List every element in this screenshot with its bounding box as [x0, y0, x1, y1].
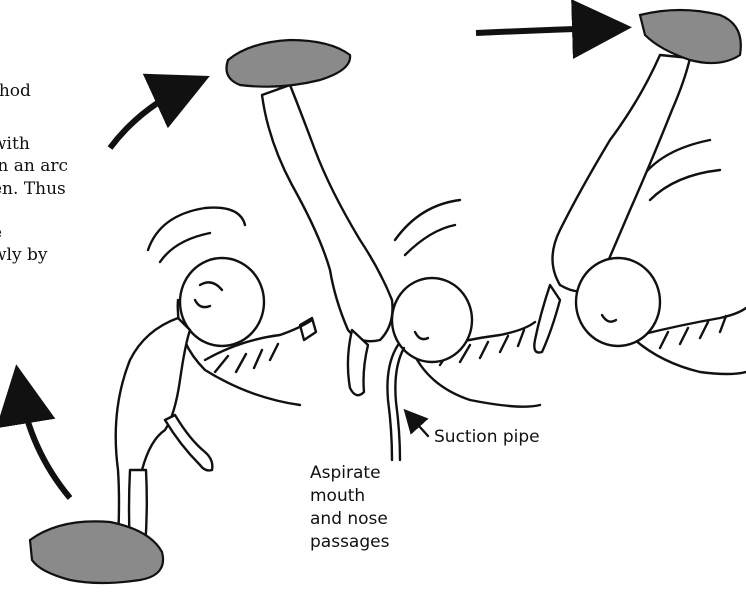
suction-pointer — [410, 416, 428, 436]
baby-stage-3 — [534, 55, 690, 353]
glove-stage-3 — [640, 10, 741, 63]
aspirate-label: Aspirate mouth and nose passages — [310, 462, 389, 554]
suction-pipe-label: Suction pipe — [434, 426, 540, 449]
glove-stage-2 — [227, 40, 351, 87]
suction-pipe-inner — [395, 348, 404, 460]
arrow-up-left — [20, 388, 70, 498]
baby-stage-2 — [262, 85, 472, 395]
baby-stage-1 — [116, 258, 264, 548]
arrow-arc-top — [110, 86, 188, 148]
arrow-right-top — [476, 28, 608, 33]
